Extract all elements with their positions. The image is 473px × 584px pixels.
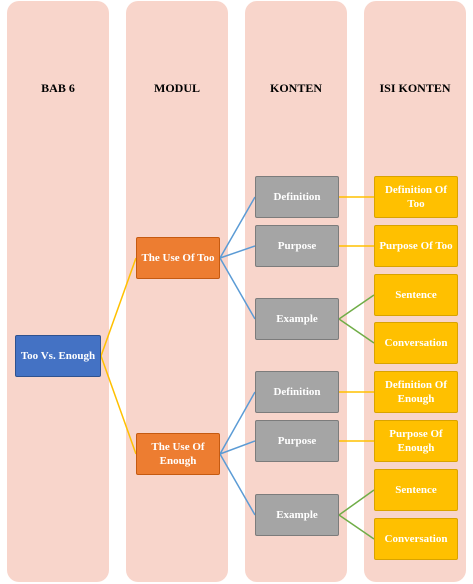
- content-node-too-definition: Definition: [255, 176, 339, 218]
- link-too-example-conversation: [338, 318, 375, 344]
- link-enough-purpose: [219, 440, 256, 455]
- column-title-modul: MODUL: [154, 81, 200, 95]
- column-title-bab: BAB 6: [41, 81, 75, 95]
- content-node-too-purpose: Purpose: [255, 225, 339, 267]
- link-too-example: [219, 257, 256, 320]
- link-root-enough: [100, 355, 137, 455]
- content-node-enough-example: Example: [255, 494, 339, 536]
- link-enough-example-sentence: [338, 489, 375, 516]
- root-node: Too Vs. Enough: [15, 335, 101, 377]
- column-title-isi-konten: ISI KONTEN: [379, 81, 451, 95]
- link-enough-example: [219, 453, 256, 516]
- column-konten: KONTEN: [245, 1, 347, 582]
- link-too-example-sentence: [338, 294, 375, 320]
- link-enough-example-conversation: [338, 514, 375, 540]
- link-too-definition: [219, 196, 256, 259]
- module-node-enough: The Use Of Enough: [136, 433, 220, 475]
- content-node-enough-purpose: Purpose: [255, 420, 339, 462]
- link-root-too: [100, 257, 137, 357]
- link-enough-definition: [219, 391, 256, 455]
- isi-node-enough-definition: Definition Of Enough: [374, 371, 458, 413]
- column-modul: MODUL: [126, 1, 228, 582]
- isi-node-too-purpose: Purpose Of Too: [374, 225, 458, 267]
- isi-node-too-definition: Definition Of Too: [374, 176, 458, 218]
- isi-node-enough-conversation: Conversation: [374, 518, 458, 560]
- link-too-purpose: [219, 245, 256, 259]
- content-node-enough-definition: Definition: [255, 371, 339, 413]
- module-node-too: The Use Of Too: [136, 237, 220, 279]
- isi-node-too-sentence: Sentence: [374, 274, 458, 316]
- content-node-too-example: Example: [255, 298, 339, 340]
- isi-node-enough-sentence: Sentence: [374, 469, 458, 511]
- isi-node-too-conversation: Conversation: [374, 322, 458, 364]
- column-title-konten: KONTEN: [269, 81, 322, 95]
- isi-node-enough-purpose: Purpose Of Enough: [374, 420, 458, 462]
- column-bab: BAB 6: [7, 1, 109, 582]
